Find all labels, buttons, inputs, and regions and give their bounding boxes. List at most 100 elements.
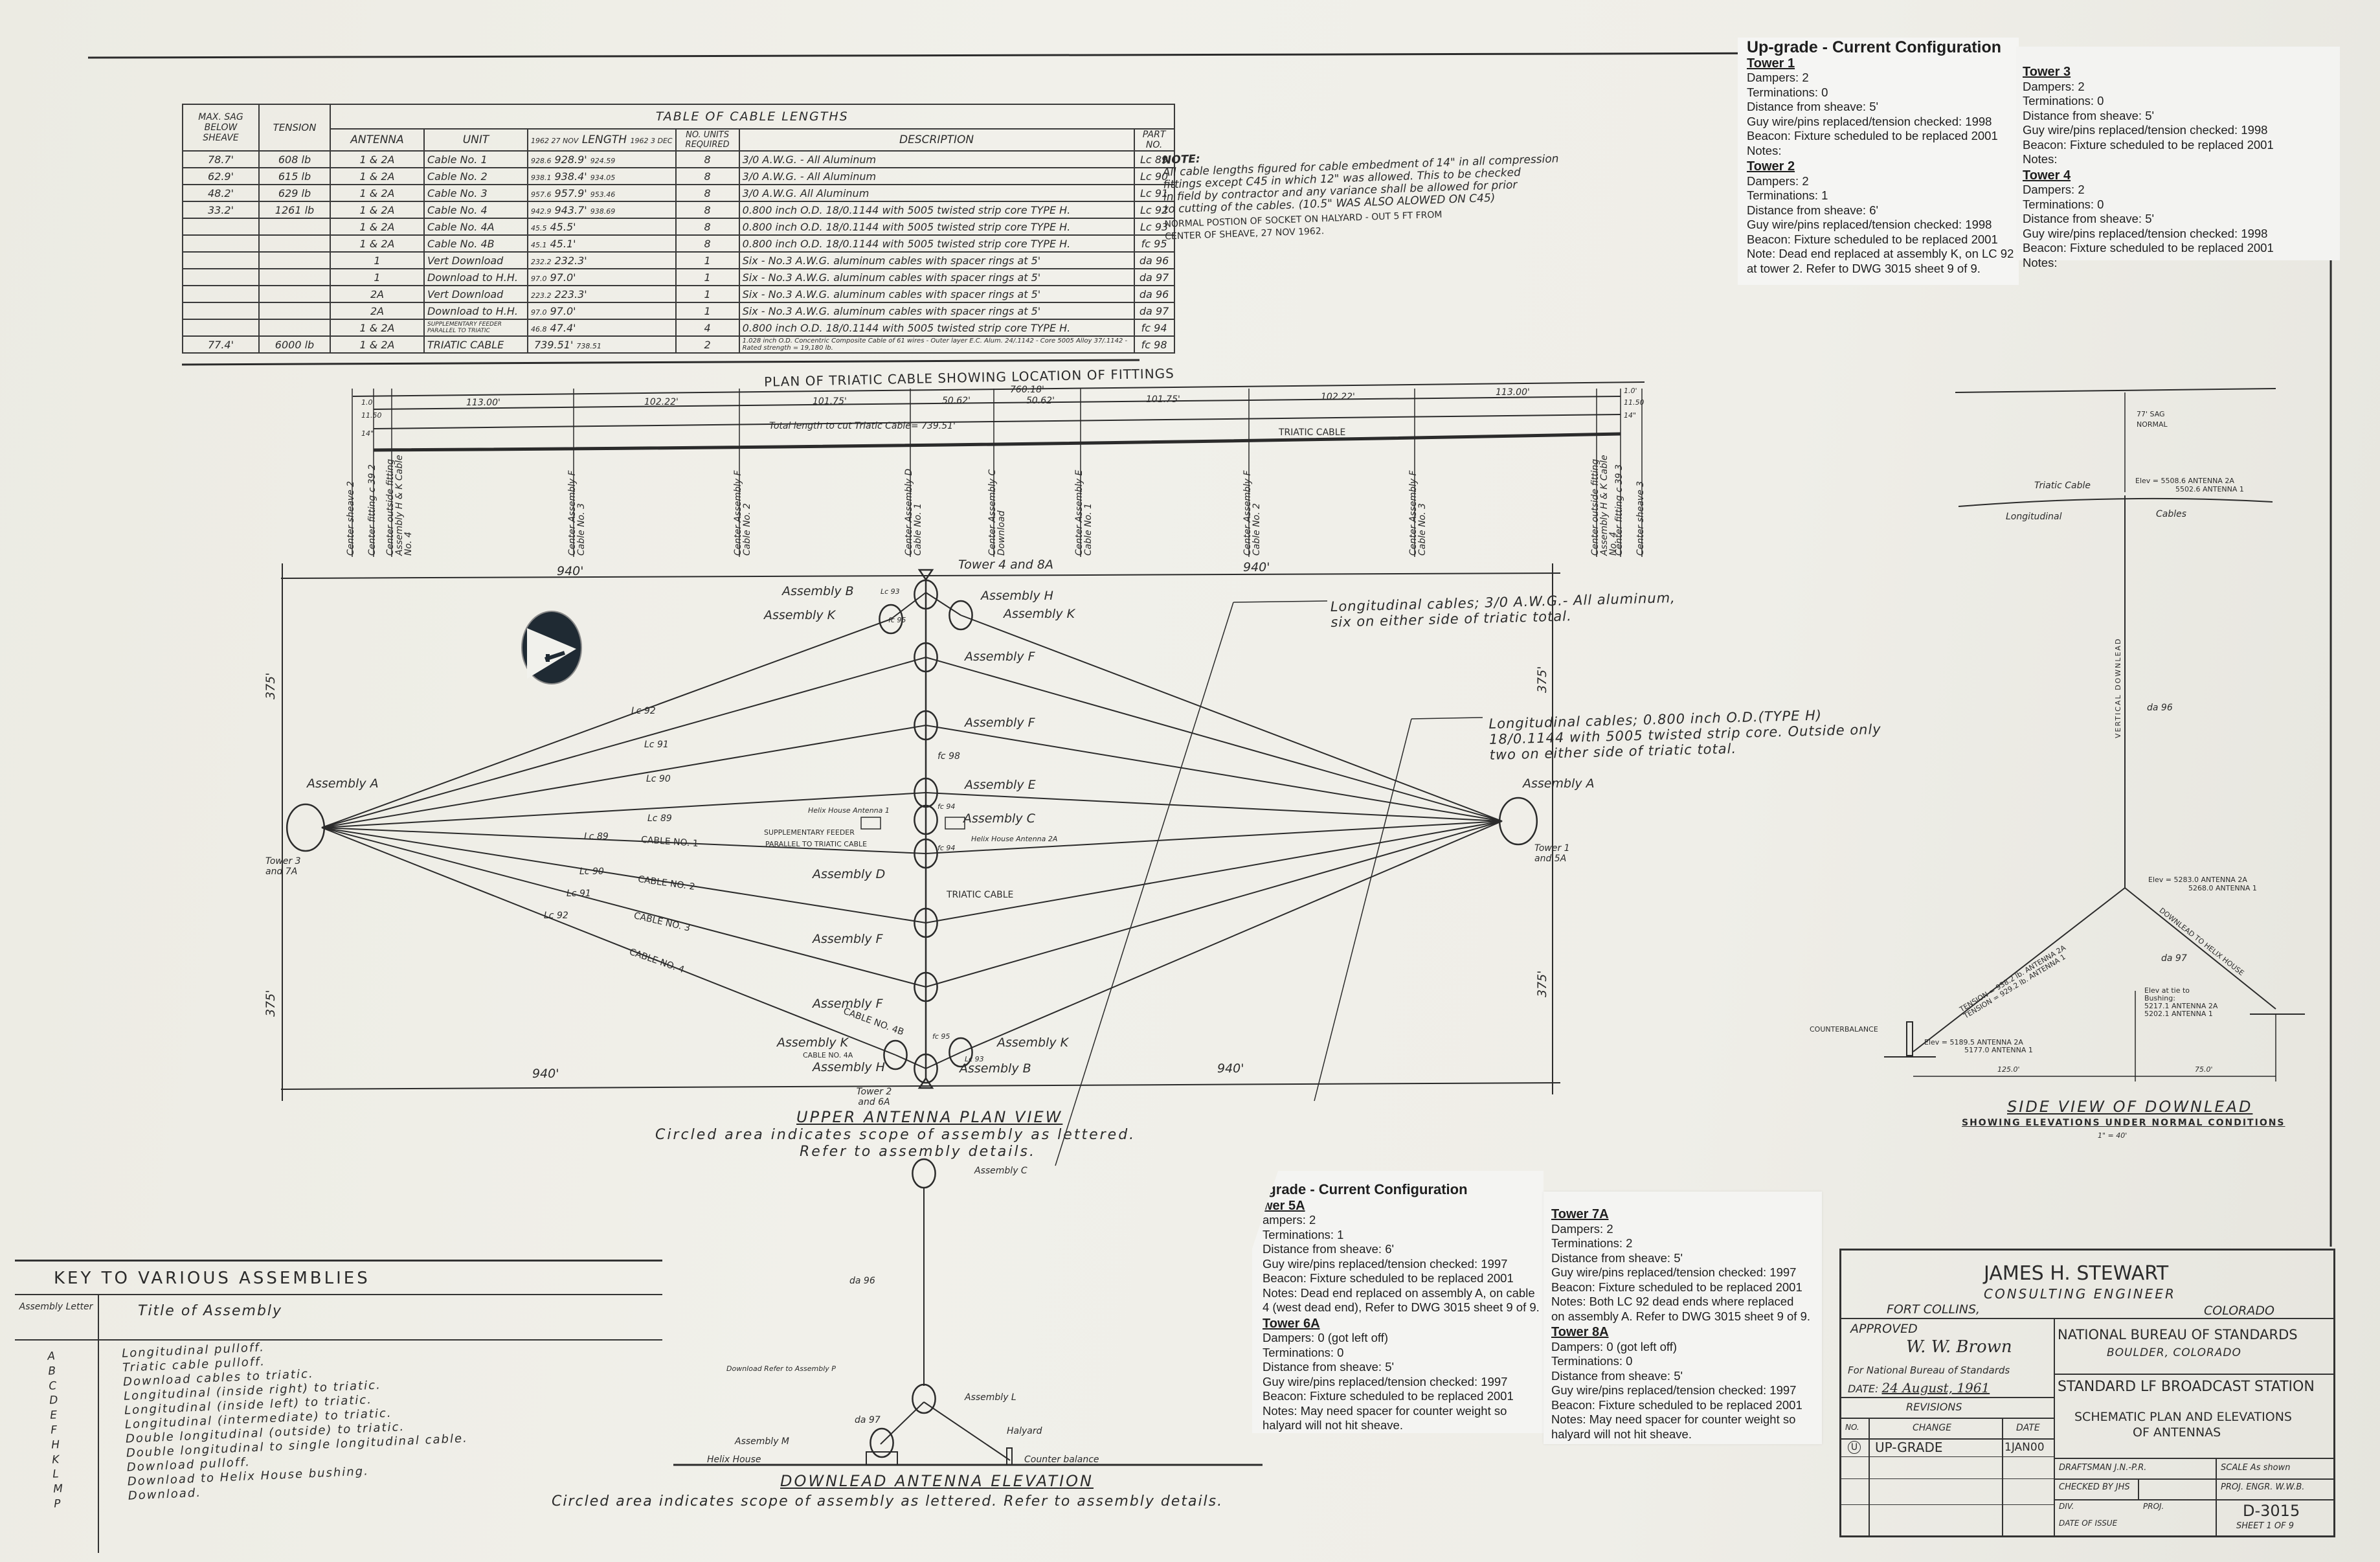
length-length: 45.1' — [550, 237, 576, 250]
helix-house-label: Helix House — [707, 1454, 761, 1465]
tower-status-line: Beacon: Fixture scheduled to be replaced… — [1551, 1398, 1802, 1412]
cell-part: da 96 — [1133, 251, 1175, 269]
dim-940: 940' — [532, 1067, 559, 1081]
downlead-counterbalance — [1913, 887, 2126, 1052]
dim-940: 940' — [557, 564, 584, 578]
tower-assembly-a — [1498, 797, 1538, 846]
tower-assembly-a — [286, 803, 326, 852]
elev-line: 5268.0 ANTENNA 1 — [2188, 884, 2257, 892]
assembly-b-label: Assembly B — [960, 1061, 1031, 1076]
cell-tension: 608 lb — [258, 150, 331, 168]
cell-units: 8 — [675, 184, 740, 202]
side-view-subtitle: SHOWING ELEVATIONS UNDER NORMAL CONDITIO… — [1962, 1118, 2285, 1128]
length-nov-label: 1962 27 NOV — [531, 137, 579, 145]
assembly-circle — [914, 971, 938, 1002]
assembly-f-label: Assembly F — [965, 716, 1035, 730]
rev-col-change: CHANGE — [1913, 1423, 1952, 1433]
key-letter: D — [49, 1394, 58, 1408]
proj-engr: PROJ. ENGR. W.W.B. — [2221, 1482, 2305, 1492]
tower-name: Tower 1 — [1747, 56, 1795, 71]
assembly-l-label: Assembly L — [965, 1392, 1016, 1403]
length-len_dec: 953.46 — [590, 190, 616, 199]
col-description: DESCRIPTION — [738, 128, 1135, 152]
da96-label: da 96 — [2147, 703, 2173, 713]
part-lc89: Lc 89 — [647, 813, 672, 824]
end-dim: 11.50 — [1624, 398, 1645, 407]
length-dec-label: 1962 3 DEC — [630, 137, 673, 145]
assembly-c-circle — [912, 1158, 936, 1189]
cell-units: 1 — [675, 285, 740, 303]
cell-sag: 78.7' — [182, 150, 260, 168]
cell-tension: 6000 lb — [258, 335, 331, 354]
cell-units: 8 — [675, 234, 740, 253]
tower-status-line: Beacon: Fixture scheduled to be replaced… — [1263, 1389, 1514, 1403]
segment-dim-line — [373, 396, 1621, 410]
tower-status-line: Beacon: Fixture scheduled to be replaced… — [1263, 1271, 1514, 1285]
cell-tension — [258, 319, 331, 337]
triatic-station-label: Center Assembly D Cable No. 1 — [904, 468, 923, 556]
title-block: JAMES H. STEWART CONSULTING ENGINEER FOR… — [1839, 1249, 2335, 1537]
assembly-a-label: Assembly A — [1523, 776, 1595, 791]
tower-status-line: Guy wire/pins replaced/tension checked: … — [2023, 226, 2268, 240]
longitudinal-cable — [960, 821, 1503, 1053]
assembly-circle — [914, 907, 938, 938]
dim-940: 940' — [1243, 560, 1270, 574]
divider — [2055, 1499, 2333, 1500]
cell-tension: 1261 lb — [258, 201, 331, 219]
cell-description: 3/0 A.W.G. All Aluminum — [738, 184, 1135, 202]
tower-status-line: Distance from sheave: 5' — [1263, 1360, 1395, 1374]
divider — [1869, 1418, 1870, 1535]
engineer-role: CONSULTING ENGINEER — [1984, 1286, 2176, 1302]
rev-change: UP-GRADE — [1875, 1440, 1943, 1455]
cell-description: Six - No.3 A.W.G. aluminum cables with s… — [738, 285, 1135, 303]
cable-4b — [895, 1054, 926, 1069]
assembly-k-circle — [949, 600, 973, 631]
segment-dim: 113.00' — [1496, 387, 1530, 398]
divider — [98, 1294, 99, 1553]
upgrade-card-left: Up-grade - Current Configuration Tower 1… — [1738, 38, 2019, 285]
segment-dim: 101.75' — [1146, 394, 1180, 405]
divider — [1841, 1397, 2054, 1398]
length-length: 97.0' — [550, 271, 576, 284]
cell-unit: Cable No. 4B — [423, 234, 528, 253]
divider — [2054, 1318, 2055, 1535]
cell-description: Six - No.3 A.W.G. aluminum cables with s… — [738, 302, 1135, 320]
tower-status-line: 4 (west dead end), Refer to DWG 3015 she… — [1263, 1300, 1540, 1314]
part-fc95: fc 95 — [888, 616, 906, 624]
length-length: 97.0' — [550, 304, 576, 317]
sheet-title-1: SCHEMATIC PLAN AND ELEVATIONS — [2074, 1410, 2292, 1424]
tower-status-line: Beacon: Fixture scheduled to be replaced… — [2023, 137, 2274, 152]
overall-dim-line — [352, 381, 1645, 397]
length-len_dec: 924.59 — [590, 156, 616, 165]
engineer-state: COLORADO — [2204, 1304, 2274, 1318]
cell-part: da 97 — [1133, 268, 1175, 286]
supplementary-feeder-label: SUPPLEMENTARY FEEDER — [764, 828, 855, 837]
length-label: LENGTH — [581, 133, 627, 146]
assembly-f-label: Assembly F — [965, 650, 1035, 664]
cell-tension — [258, 218, 331, 236]
leader-line — [1233, 600, 1328, 603]
upgrade-title-partial: -grade - Current Configuration — [1263, 1181, 1468, 1197]
rev-col-no: NO. — [1845, 1423, 1859, 1432]
length-len_nov: 957.6 — [531, 190, 552, 199]
cell-units: 8 — [675, 167, 740, 185]
tower-status-line: Notes: May need spacer for counter weigh… — [1551, 1412, 1796, 1426]
assembly-circle — [914, 838, 938, 869]
cell-antenna: 1 — [330, 251, 425, 269]
cell-unit: Cable No. 2 — [423, 167, 528, 185]
cell-description: 0.800 inch O.D. 18/0.1144 with 5005 twis… — [738, 319, 1135, 337]
tower-status-line: Distance from sheave: 5' — [2023, 212, 2155, 225]
divider — [2055, 1374, 2333, 1375]
cell-units: 4 — [675, 319, 740, 337]
